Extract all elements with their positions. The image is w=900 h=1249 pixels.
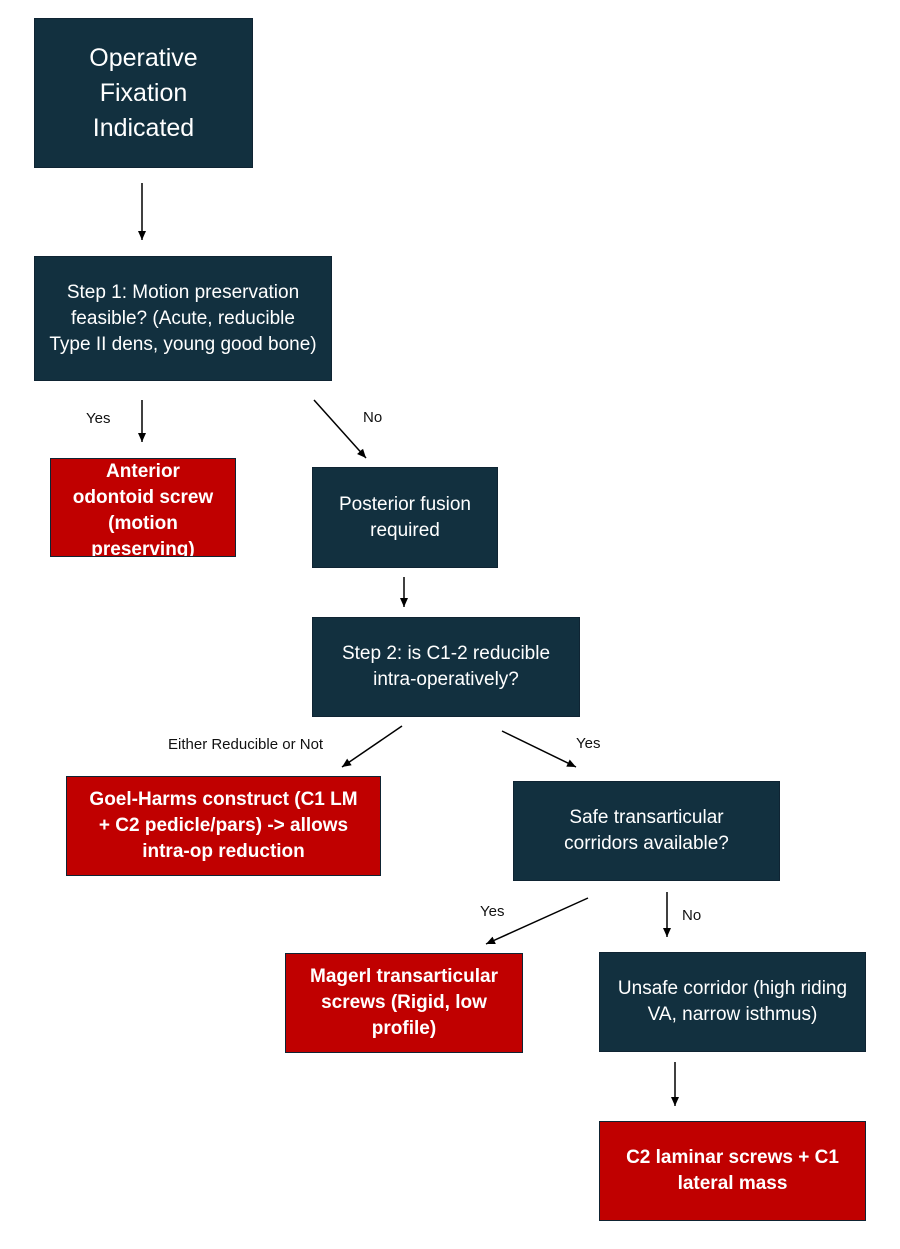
- box-magerl: Magerl transarticular screws (Rigid, low…: [285, 953, 523, 1053]
- arrow-safe-to-magerl: [485, 897, 589, 945]
- box-magerl-text: Magerl transarticular screws (Rigid, low…: [310, 966, 498, 1039]
- box-goel-harms: Goel-Harms construct (C1 LM + C2 pedicle…: [66, 776, 381, 876]
- box-operative-fixation-text: Operative Fixation Indicated: [89, 43, 198, 142]
- label-yes-magerl: Yes: [480, 903, 505, 920]
- label-yes-safe: Yes: [576, 735, 601, 752]
- box-step2: Step 2: is C1-2 reducible intra-operativ…: [312, 617, 580, 717]
- label-no-unsafe: No: [682, 907, 702, 924]
- arrow-step2-to-goel: [341, 725, 403, 768]
- box-step1-text: Step 1: Motion preservation feasible? (A…: [49, 281, 317, 355]
- arrow-step1-to-posterior: [313, 399, 367, 459]
- label-no-posterior: No: [363, 409, 383, 426]
- box-step1: Step 1: Motion preservation feasible? (A…: [34, 256, 332, 381]
- box-unsafe-corridor-text: Unsafe corridor (high riding VA, narrow …: [617, 978, 848, 1025]
- arrow-step2-to-safe: [501, 730, 577, 768]
- box-anterior-odontoid-screw: Anterior odontoid screw (motion preservi…: [50, 458, 236, 557]
- box-unsafe-corridor: Unsafe corridor (high riding VA, narrow …: [599, 952, 866, 1052]
- box-operative-fixation: Operative Fixation Indicated: [34, 18, 253, 168]
- box-safe-corridors: Safe transarticular corridors available?: [513, 781, 780, 881]
- label-yes-anterior: Yes: [86, 410, 111, 427]
- box-anterior-odontoid-screw-text: Anterior odontoid screw (motion preservi…: [72, 461, 214, 557]
- label-either-reducible: Either Reducible or Not: [168, 736, 324, 753]
- box-posterior-fusion-text: Posterior fusion required: [338, 493, 471, 541]
- box-c2-laminar-text: C2 laminar screws + C1 lateral mass: [626, 1147, 839, 1194]
- box-goel-harms-text: Goel-Harms construct (C1 LM + C2 pedicle…: [89, 789, 358, 862]
- box-step2-text: Step 2: is C1-2 reducible intra-operativ…: [341, 643, 551, 690]
- box-posterior-fusion: Posterior fusion required: [312, 467, 498, 568]
- box-c2-laminar: C2 laminar screws + C1 lateral mass: [599, 1121, 866, 1221]
- box-safe-corridors-text: Safe transarticular corridors available?: [564, 807, 729, 854]
